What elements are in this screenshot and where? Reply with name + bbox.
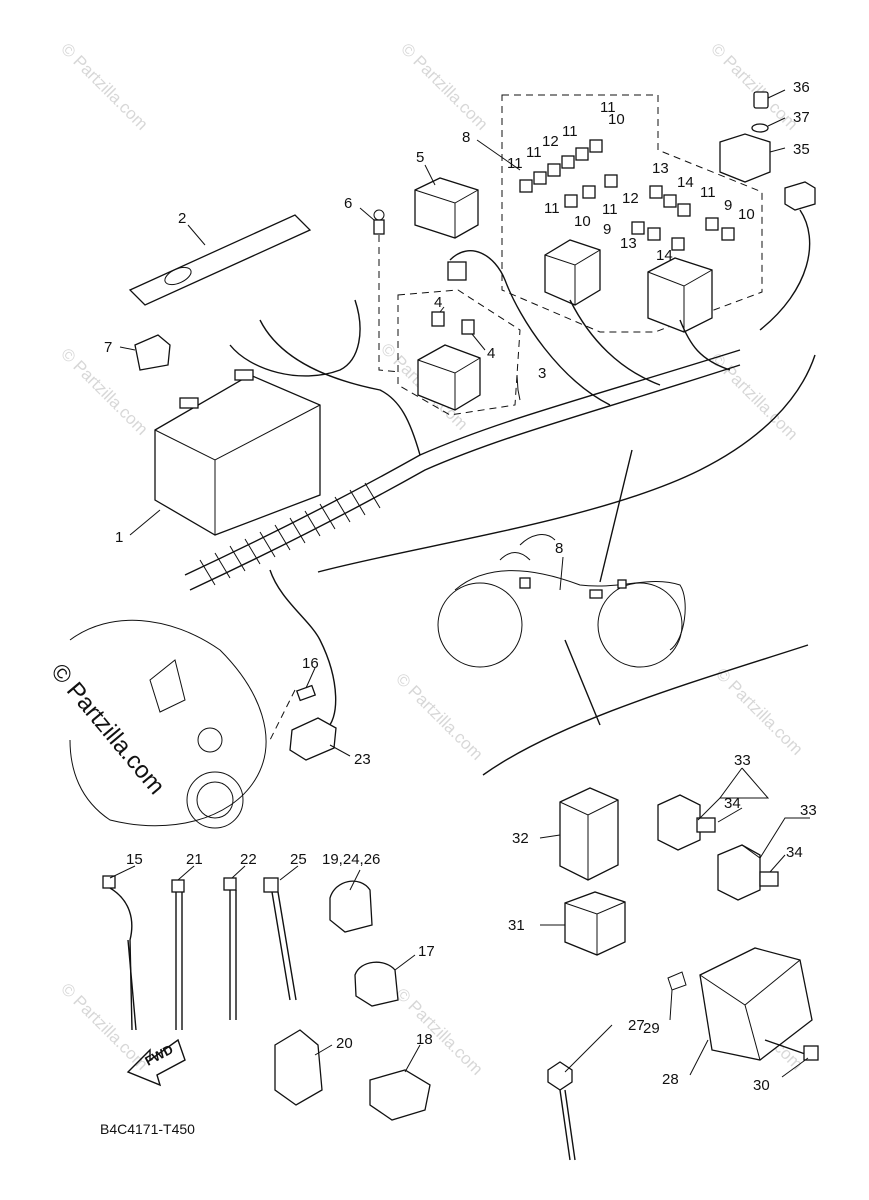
callout-4: 4	[434, 294, 442, 311]
fwd-label: FWD	[142, 1042, 175, 1069]
callout-16: 16	[302, 655, 319, 672]
callout-19-24-26: 19,24,26	[322, 851, 380, 868]
callout-37: 37	[793, 109, 810, 126]
relay-box-outline	[501, 94, 763, 333]
starter-relay-3	[397, 261, 521, 416]
callout-36: 36	[793, 79, 810, 96]
relay-5	[414, 177, 479, 239]
callout-23: 23	[354, 751, 371, 768]
callout-29: 29	[643, 1020, 660, 1037]
callout-20: 20	[336, 1035, 353, 1052]
cable-ties	[102, 875, 297, 1031]
callout-15: 15	[126, 851, 143, 868]
watermark: © Partzilla.com	[392, 669, 486, 763]
callout-12: 12	[542, 133, 559, 150]
callout-28: 28	[662, 1071, 679, 1088]
watermark: © Partzilla.com	[397, 39, 491, 133]
callout-35: 35	[793, 141, 810, 158]
clamps	[274, 880, 431, 1121]
terminal-6-7	[134, 209, 401, 373]
watermark-large: © Partzilla.com	[45, 659, 170, 800]
callout-10: 10	[608, 111, 625, 128]
watermark: © Partzilla.com	[712, 664, 806, 758]
fuse-set	[519, 139, 735, 251]
callout-14: 14	[656, 247, 673, 264]
callout-6: 6	[344, 195, 352, 212]
callout-33: 33	[734, 752, 751, 769]
callout-30: 30	[753, 1077, 770, 1094]
callout-1: 1	[115, 529, 123, 546]
callout-11: 11	[700, 184, 716, 201]
callout-31: 31	[508, 917, 525, 934]
callout-27: 27	[628, 1017, 645, 1034]
watermark: © Partzilla.com	[707, 39, 801, 133]
callout-12: 12	[622, 190, 639, 207]
wire-harness	[184, 209, 811, 731]
callout-13: 13	[652, 160, 669, 177]
callout-11: 11	[602, 201, 618, 218]
callout-17: 17	[418, 943, 435, 960]
callout-32: 32	[512, 830, 529, 847]
lower-right-components	[547, 787, 819, 1161]
callout-11: 11	[544, 200, 560, 217]
callout-7: 7	[104, 339, 112, 356]
battery-band-2	[128, 214, 312, 306]
watermark: © Partzilla.com	[392, 984, 486, 1078]
sensor-35	[719, 91, 816, 211]
callout-14: 14	[677, 174, 694, 191]
callout-11: 11	[600, 99, 616, 116]
relay-units	[544, 239, 713, 333]
engine-area	[69, 619, 337, 829]
callout-4: 4	[487, 345, 495, 362]
drawing-id: B4C4171-T450	[100, 1121, 195, 1137]
callout-3: 3	[538, 365, 546, 382]
callout-22: 22	[240, 851, 257, 868]
callout-34: 34	[786, 844, 803, 861]
callout-9: 9	[724, 197, 732, 214]
callout-33: 33	[800, 802, 817, 819]
callout-11: 11	[526, 144, 542, 161]
watermark: © Partzilla.com	[57, 979, 151, 1073]
callout-10: 10	[738, 206, 755, 223]
leader-lines	[109, 89, 810, 1078]
callout-18: 18	[416, 1031, 433, 1048]
callout-8: 8	[462, 129, 470, 146]
callout-10: 10	[574, 213, 591, 230]
callout-11: 11	[562, 123, 578, 140]
callout-21: 21	[186, 851, 203, 868]
callout-25: 25	[290, 851, 307, 868]
callout-2: 2	[178, 210, 186, 227]
callout-numbers: 1 2 3 4 4 5 6 7 8 8 9 9 10 10 10 11 11 1…	[104, 79, 817, 1094]
callout-8: 8	[555, 540, 563, 557]
callout-11: 11	[507, 155, 523, 172]
motorcycle-inset	[317, 354, 816, 776]
callout-13: 13	[620, 235, 637, 252]
callout-34: 34	[724, 795, 741, 812]
watermark: © Partzilla.com	[57, 39, 151, 133]
battery-1	[154, 369, 321, 536]
callout-9: 9	[603, 221, 611, 238]
watermark: © Partzilla.com	[707, 349, 801, 443]
callout-5: 5	[416, 149, 424, 166]
